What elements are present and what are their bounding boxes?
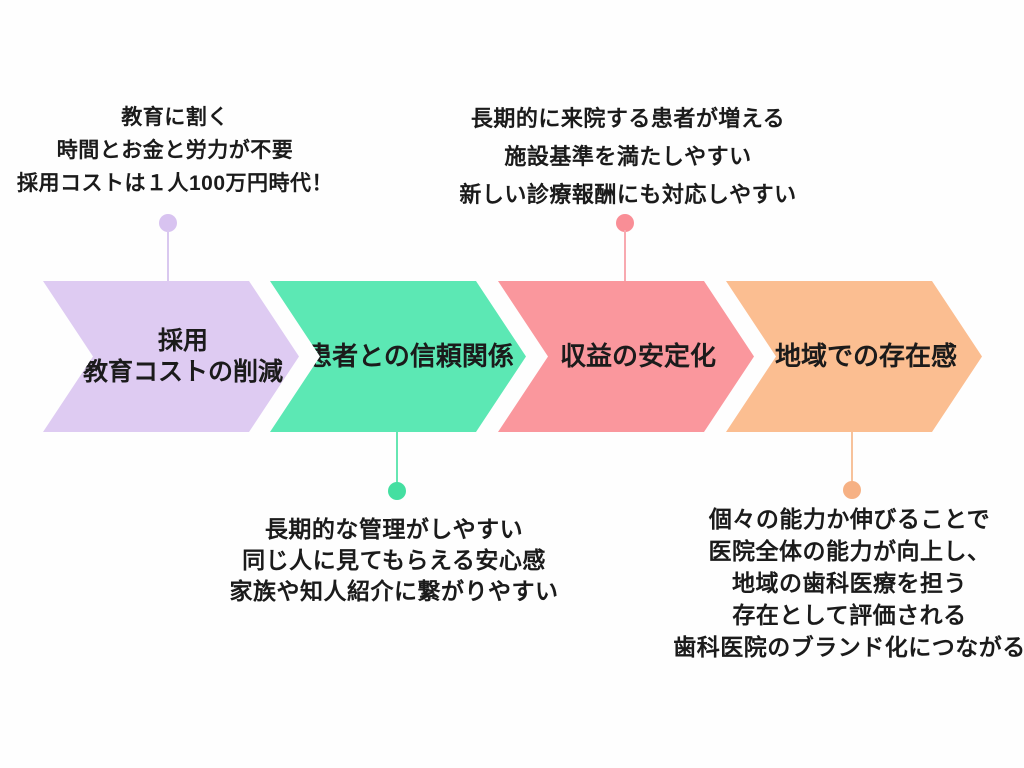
chevron-label-line: 採用	[157, 327, 208, 355]
chevron-step-4: 地域での存在感	[726, 281, 982, 432]
chevron-label-line: 患者との信頼関係	[306, 341, 514, 371]
note-below-step-4: 個々の能力か伸びることで 医院全体の能力が向上し、 地域の歯科医療を担う 存在と…	[672, 503, 1024, 663]
chevron-label-line: 収益の安定化	[559, 341, 716, 371]
marker-dot-step-2	[388, 482, 406, 500]
connector-line-step-1	[167, 230, 169, 281]
marker-dot-step-3	[616, 214, 634, 232]
note-above-step-3: 長期的に来院する患者が増える 施設基準を満たしやすい 新しい診療報酬にも対応しや…	[453, 100, 803, 214]
marker-dot-step-1	[159, 214, 177, 232]
note-line: 採用コストは１人100万円時代！	[16, 172, 334, 195]
note-line: 施設基準を満たしやすい	[504, 144, 752, 169]
note-line: 地域の歯科医療を担う	[732, 570, 967, 596]
note-below-step-2: 長期的な管理がしやすい 同じ人に見てもらえる安心感 家族や知人紹介に繋がりやすい	[219, 514, 569, 607]
chevron-step-2-label: 患者との信頼関係	[300, 341, 520, 372]
note-line: 個々の能力か伸びることで	[708, 506, 991, 532]
note-line: 医院全体の能力が向上し、	[708, 538, 991, 564]
chevron-step-3-label: 収益の安定化	[528, 341, 748, 372]
chevron-step-2: 患者との信頼関係	[270, 281, 526, 432]
note-line: 存在として評価される	[732, 602, 967, 628]
note-line: 新しい診療報酬にも対応しやすい	[459, 182, 797, 207]
note-line: 家族や知人紹介に繋がりやすい	[229, 578, 559, 604]
connector-line-step-4	[851, 432, 853, 482]
connector-line-step-2	[396, 432, 398, 483]
connector-line-step-3	[624, 230, 626, 281]
note-line: 時間とお金と労力が不要	[56, 139, 294, 162]
chevron-step-3: 収益の安定化	[498, 281, 754, 432]
note-line: 歯科医院のブランド化につながる	[673, 634, 1024, 660]
marker-dot-step-4	[843, 481, 861, 499]
chevron-label-line: 教育コストの削減	[82, 358, 283, 386]
chevron-step-1: 採用 教育コストの削減	[43, 281, 299, 432]
chevron-step-1-label: 採用 教育コストの削減	[73, 326, 293, 388]
note-above-step-1: 教育に割く 時間とお金と労力が不要 採用コストは１人100万円時代！	[0, 101, 350, 200]
chevron-step-4-label: 地域での存在感	[756, 341, 976, 372]
note-line: 教育に割く	[121, 106, 229, 129]
note-line: 長期的に来院する患者が増える	[470, 106, 786, 131]
note-line: 同じ人に見てもらえる安心感	[242, 547, 546, 573]
note-line: 長期的な管理がしやすい	[264, 516, 524, 542]
chevron-label-line: 地域での存在感	[774, 341, 957, 371]
